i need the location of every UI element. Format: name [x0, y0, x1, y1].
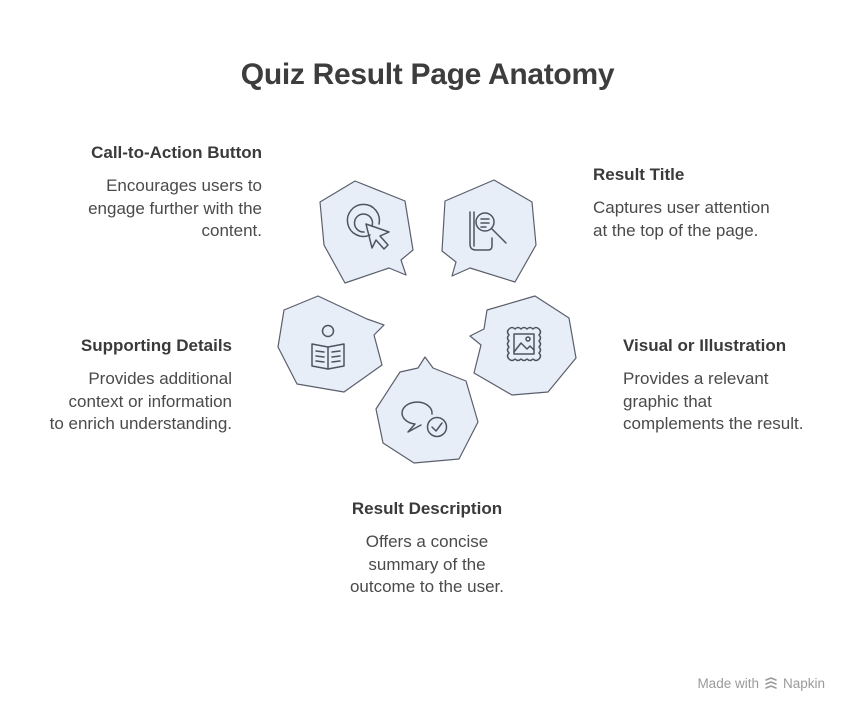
cta-heading: Call-to-Action Button: [91, 143, 262, 162]
napkin-logo-icon: [765, 676, 777, 689]
made-with-napkin[interactable]: Made with Napkin: [697, 676, 825, 691]
result-description-block: Result Description Offers a concise summ…: [307, 499, 547, 599]
supporting-details-shape: [277, 295, 385, 393]
result-title-heading: Result Title: [593, 165, 685, 184]
framed-picture-icon: [506, 326, 542, 362]
result-description-shape: [375, 356, 479, 464]
result-title-description: Captures user attention at the top of th…: [593, 198, 770, 240]
visual-illustration-shape: [469, 295, 577, 396]
document-search-icon: [469, 211, 507, 251]
chat-check-icon: [401, 401, 448, 438]
napkin-brand: Napkin: [782, 676, 825, 691]
cursor-click-icon: [346, 203, 390, 250]
page-title: Quiz Result Page Anatomy: [240, 58, 615, 91]
supporting-details-description: Provides additional context or informati…: [49, 369, 232, 433]
result-description-heading: Result Description: [351, 499, 503, 518]
visual-illustration-description: Provides a relevant graphic that complem…: [623, 369, 804, 433]
supporting-details-heading: Supporting Details: [80, 336, 232, 355]
result-title-shape: [441, 179, 537, 283]
supporting-details-block: Supporting Details Provides additional c…: [12, 336, 232, 436]
result-description-description: Offers a concise summary of the outcome …: [349, 532, 505, 596]
cta-shape: [319, 180, 414, 284]
visual-illustration-block: Visual or Illustration Provides a releva…: [623, 336, 838, 436]
visual-illustration-heading: Visual or Illustration: [623, 336, 787, 355]
made-with-label: Made with: [697, 676, 759, 691]
result-title-block: Result Title Captures user attention at …: [593, 165, 833, 242]
reading-person-icon: [311, 324, 345, 370]
cta-description: Encourages users to engage further with …: [88, 176, 262, 240]
cta-block: Call-to-Action Button Encourages users t…: [22, 143, 262, 243]
